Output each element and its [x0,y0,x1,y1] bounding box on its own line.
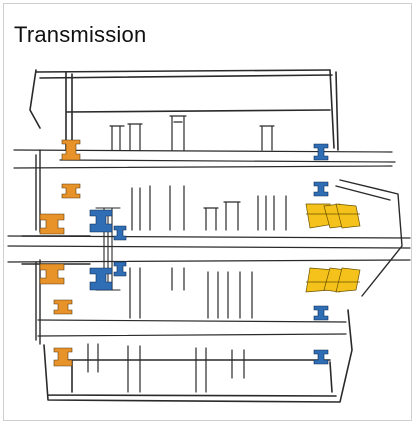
gear-set-upper [109,115,275,151]
gear-set-lower [87,267,253,393]
main-shaft [7,235,411,263]
orange-bearing [61,139,81,161]
orange-bearing [53,299,73,315]
diagram-title: Transmission [14,22,147,47]
blue-bearing [313,305,329,321]
yellow-bearing [305,267,361,293]
blue-bearing [89,267,113,291]
blue-bearing [113,261,127,277]
splined-hub [95,207,121,291]
blue-bearing [313,143,329,161]
orange-bearing [61,183,81,199]
orange-bearing [39,213,65,235]
blue-bearing [89,209,113,233]
lower-countershaft [37,319,347,337]
yellow-bearing [305,203,361,229]
gear-set-middle [131,185,287,231]
upper-countershaft [13,149,396,169]
orange-bearing [53,347,73,367]
blue-bearing [113,225,127,241]
blue-bearing [313,349,329,365]
blue-bearing [313,181,329,197]
orange-bearing [39,263,65,285]
